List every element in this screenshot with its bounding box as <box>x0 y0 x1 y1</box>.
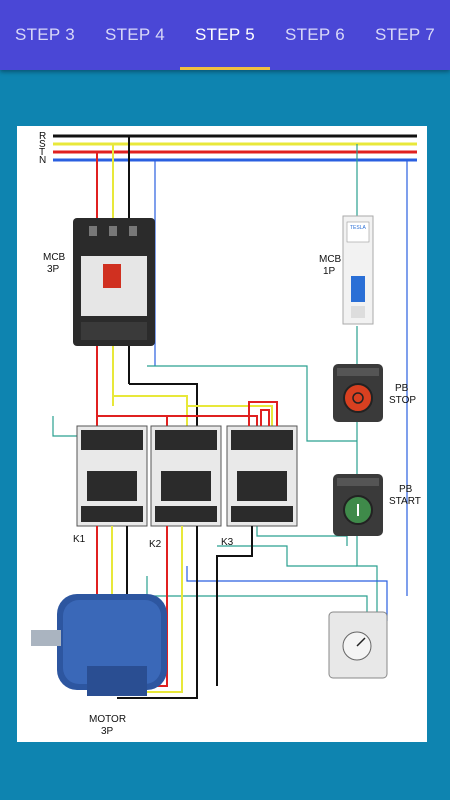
wire <box>129 383 198 426</box>
wire <box>97 415 168 426</box>
tab-step-6[interactable]: STEP 6 <box>284 25 346 44</box>
contactor-k2 <box>150 425 222 527</box>
wire <box>256 526 348 546</box>
motor-label-line2: 3P <box>101 726 114 737</box>
pb-stop-button <box>333 364 383 422</box>
tab-step-7[interactable]: STEP 7 <box>374 25 436 44</box>
wiring-diagram: R S T N MCB 3P <box>17 126 427 742</box>
mcb-1p-label-line2: 1P <box>323 266 336 277</box>
contactor-k1 <box>76 425 148 527</box>
bus-label-t: T <box>39 147 45 158</box>
motor-label-line1: MOTOR <box>89 714 126 725</box>
wire <box>146 576 368 626</box>
contactor-k1-label: K1 <box>73 534 86 545</box>
mcb-1p-brand: TESLA <box>350 225 367 231</box>
timer-relay <box>328 611 388 679</box>
step-tab-bar: STEP 3 STEP 4 STEP 5 STEP 6 STEP 7 <box>0 0 450 70</box>
wire <box>117 526 198 699</box>
mcb-3p-breaker <box>73 218 155 346</box>
wire <box>356 536 378 616</box>
active-tab-indicator <box>180 67 270 70</box>
mcb-1p-breaker <box>342 215 374 325</box>
wire <box>186 566 388 621</box>
mcb-1p-label-line1: MCB <box>319 254 342 265</box>
wiring-diagram-svg: R S T N MCB 3P <box>31 131 421 737</box>
contactor-k3 <box>226 425 298 527</box>
wire <box>216 526 253 686</box>
wire <box>147 365 357 442</box>
tab-step-4[interactable]: STEP 4 <box>104 25 166 44</box>
mcb-3p-label-line2: 3P <box>47 264 60 275</box>
wire <box>248 401 278 426</box>
pb-start-label-line2: START <box>389 496 421 507</box>
pb-stop-label-line1: PB <box>395 383 409 394</box>
pb-stop-label-line2: STOP <box>389 395 416 406</box>
bus-label-r: R <box>39 131 46 142</box>
wire <box>260 409 270 426</box>
wire <box>167 415 258 426</box>
wire <box>113 395 188 426</box>
wire <box>187 405 273 426</box>
pb-start-label-line1: PB <box>399 484 413 495</box>
wire <box>52 416 87 437</box>
tab-step-5[interactable]: STEP 5 <box>194 25 256 44</box>
tab-step-3[interactable]: STEP 3 <box>14 25 76 44</box>
pb-start-button <box>333 474 383 536</box>
mcb-3p-label-line1: MCB <box>43 252 66 263</box>
bus-label-s: S <box>39 139 46 150</box>
bus-label-n: N <box>39 155 46 166</box>
motor-3p <box>31 594 167 696</box>
contactor-k2-label: K2 <box>149 539 162 550</box>
contactor-k3-label: K3 <box>221 537 234 548</box>
